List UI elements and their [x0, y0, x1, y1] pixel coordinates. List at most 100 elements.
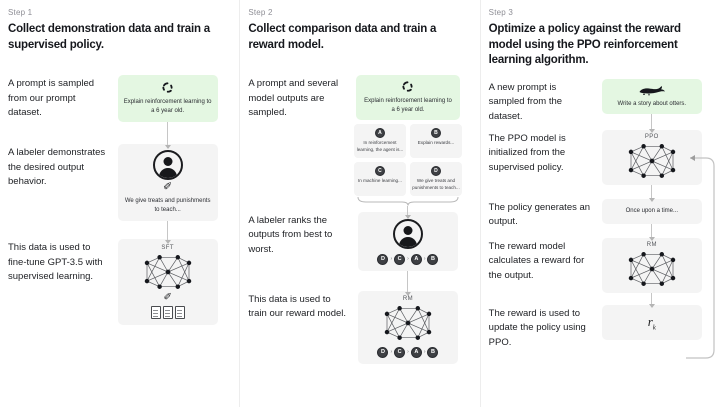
step-2-figure-2: D › C › A › B — [346, 211, 469, 296]
step-3-figure-4: RM — [594, 237, 710, 308]
step-1-rows: A prompt is sampled from our prompt data… — [8, 75, 229, 326]
prompt-card-text: Explain reinforcement learning to a 6 ye… — [364, 98, 452, 114]
step-3-label: Step 3 — [488, 8, 513, 17]
prompt-card-text: Explain reinforcement learning to a 6 ye… — [123, 99, 212, 115]
pencil-icon: ✐ — [163, 181, 173, 194]
arrow-down — [648, 223, 655, 241]
step-3-caption-3: The policy generates an output. — [488, 201, 591, 228]
reward-symbol-subscript: k — [652, 323, 656, 332]
step-3-rows: A new prompt is sampled from the dataset… — [488, 78, 710, 351]
step-3-caption-5: The reward is used to update the policy … — [488, 307, 586, 348]
pencil-icon: ✐ — [163, 292, 172, 304]
documents-icon-group — [150, 306, 185, 320]
reward-symbol-letter: r — [647, 313, 653, 329]
model-output-d: D We give treats and punishments to teac… — [409, 161, 462, 196]
rank-badge-4: B — [427, 253, 439, 265]
model-output-a: A In reinforcement learning, the agent i… — [353, 124, 406, 158]
step-3-figure-1: Write a story about otters. — [594, 78, 710, 133]
output-text: We give treats and punishments to teach.… — [412, 177, 460, 190]
step-2-column: Step 2 Collect comparison data and train… — [239, 0, 479, 407]
step-3-row-4: The reward model calculates a reward for… — [488, 237, 710, 308]
step-1-caption-3: This data is used to fine-tune GPT-3.5 w… — [8, 242, 103, 283]
output-badge: A — [374, 128, 385, 139]
rank-badge-3: A — [410, 253, 422, 265]
step-2-rows: A prompt and several model outputs are s… — [248, 75, 469, 364]
sft-card: SFT — [117, 239, 218, 326]
neural-net-icon — [628, 251, 676, 286]
document-icon — [162, 306, 173, 320]
prompt-card: Explain reinforcement learning to a 6 ye… — [117, 75, 218, 123]
step-2-title: Collect comparison data and train a rewa… — [248, 23, 437, 51]
rank-badge-3: A — [410, 346, 422, 358]
step-3-figure-5: rk — [594, 304, 710, 341]
output-card: Once upon a time... — [601, 198, 702, 224]
prompt-card: Explain reinforcement learning to a 6 ye… — [355, 75, 460, 121]
output-badge: D — [430, 165, 441, 176]
output-card-text: Once upon a time... — [625, 207, 678, 214]
rank-badge-1: D — [377, 346, 389, 358]
model-output-c: C In machine learning... — [353, 161, 406, 196]
ranking-card: D › C › A › B — [357, 211, 458, 271]
rm-card-title: RM — [646, 241, 657, 248]
neural-net-icon — [144, 255, 191, 289]
step-1-row-2: A labeler demonstrates the desired outpu… — [8, 144, 229, 245]
ppo-card: PPO — [601, 129, 702, 185]
arrow-down — [648, 292, 655, 308]
step-3-row-5: The reward is used to update the policy … — [488, 304, 710, 351]
arrow-down — [164, 221, 171, 245]
prompt-card: Write a story about otters. — [601, 78, 702, 114]
step-2-row-1: A prompt and several model outputs are s… — [248, 75, 469, 219]
labeler-card-text: We give treats and punishments to teach.… — [124, 198, 211, 214]
neural-net-icon — [384, 305, 432, 340]
document-icon — [174, 306, 185, 320]
brace-icon — [357, 196, 459, 206]
step-1-label: Step 1 — [8, 8, 33, 17]
rank-badge-2: C — [394, 253, 406, 265]
step-2-figure-3: RM — [346, 290, 469, 364]
rank-badge-4: B — [427, 346, 439, 358]
model-output-b: B Explain rewards... — [409, 124, 462, 158]
step-3-caption-2: The PPO model is initialized from the su… — [488, 132, 566, 173]
step-3-figure-2: PPO — [594, 129, 710, 202]
arrow-down — [164, 122, 171, 150]
step-2-row-2: A labeler ranks the outputs from best to… — [248, 211, 469, 296]
model-outputs-grid: A In reinforcement learning, the agent i… — [353, 124, 462, 196]
arrow-down — [404, 270, 411, 296]
refresh-icon — [402, 81, 414, 92]
rm-card: RM — [357, 290, 458, 364]
arrow-down — [648, 184, 655, 202]
ppo-card-title: PPO — [644, 133, 659, 140]
step-1-column: Step 1 Collect demonstration data and tr… — [0, 0, 239, 407]
step-1-row-1: A prompt is sampled from our prompt data… — [8, 75, 229, 150]
output-text: Explain rewards... — [417, 140, 455, 146]
rank-separator: › — [407, 349, 409, 356]
step-2-row-3: This data is used to train our reward mo… — [248, 290, 469, 364]
step-2-caption-1: A prompt and several model outputs are s… — [248, 78, 339, 119]
sft-card-title: SFT — [161, 245, 174, 252]
step-3-row-3: The policy generates an output. Once upo… — [488, 198, 710, 241]
rank-separator: › — [390, 256, 393, 263]
output-text: In reinforcement learning, the agent is.… — [356, 140, 404, 152]
rm-card: RM — [601, 237, 702, 293]
step-1-row-3: This data is used to fine-tune GPT-3.5 w… — [8, 239, 229, 326]
output-badge: B — [430, 128, 441, 139]
rank-separator: › — [390, 349, 393, 356]
output-badge: C — [374, 165, 385, 176]
step-2-figure-1: Explain reinforcement learning to a 6 ye… — [346, 75, 469, 219]
step-2-label: Step 2 — [248, 8, 273, 17]
step-2-caption-3: This data is used to train our reward mo… — [248, 293, 347, 320]
step-1-figure-1: Explain reinforcement learning to a 6 ye… — [106, 75, 229, 150]
step-1-figure-2: ✐ We give treats and punishments to teac… — [106, 144, 229, 245]
rank-separator: › — [423, 349, 426, 356]
step-3-row-1: A new prompt is sampled from the dataset… — [489, 78, 710, 133]
step-3-title: Optimize a policy against the reward mod… — [488, 23, 681, 67]
neural-net-icon — [628, 143, 676, 178]
step-1-caption-2: A labeler demonstrates the desired outpu… — [8, 147, 106, 188]
reward-card: rk — [601, 304, 702, 341]
output-text: In machine learning... — [358, 177, 402, 183]
rm-card-title: RM — [402, 295, 414, 302]
rank-separator: › — [407, 256, 409, 263]
otter-icon — [639, 85, 665, 95]
step-3-caption-4: The reward model calculates a reward for… — [488, 240, 585, 281]
